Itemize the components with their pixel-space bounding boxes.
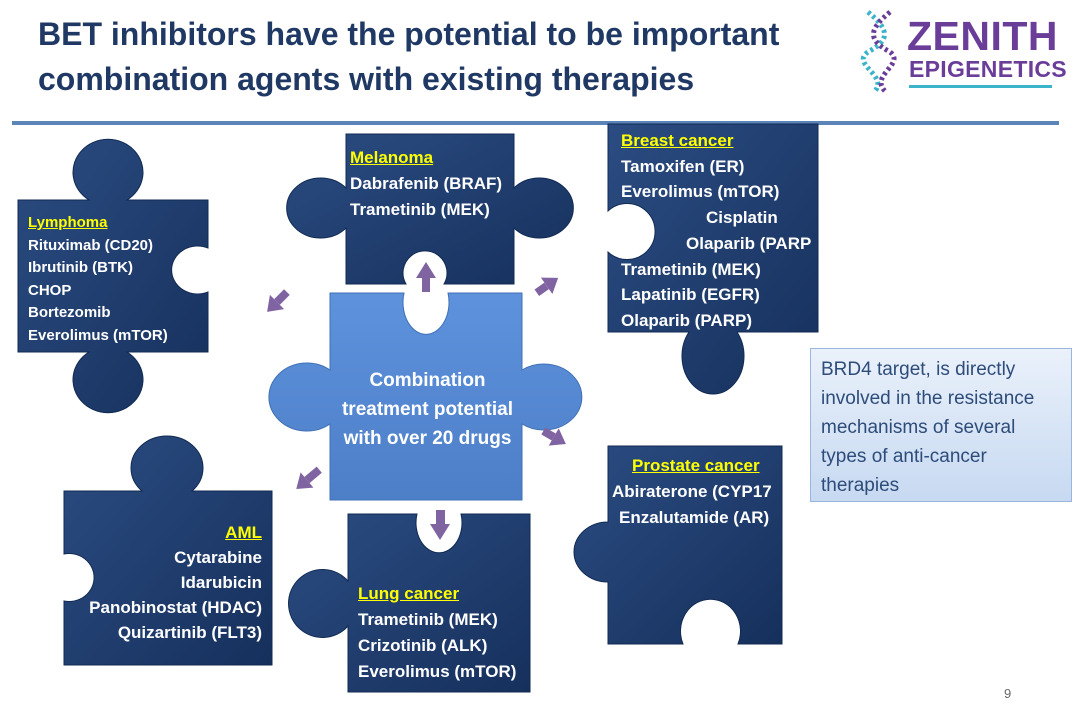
dna-helix-icon xyxy=(860,10,897,94)
lung-drug: Crizotinib (ALK) xyxy=(358,636,488,655)
breast-drug: Cisplatin xyxy=(706,208,778,228)
puzzle-piece-lymphoma xyxy=(17,138,209,414)
prostate-heading: Prostate cancer xyxy=(632,456,760,475)
aml-text: AML Cytarabine Idarubicin Panobinostat (… xyxy=(70,520,262,645)
lung-drug: Trametinib (MEK) xyxy=(358,610,498,629)
slide-title: BET inhibitors have the potential to be … xyxy=(38,12,838,102)
breast-drug: Olaparib (PARP xyxy=(686,233,812,253)
logo-underline xyxy=(909,85,1052,88)
melanoma-drug: Dabrafenib (BRAF) xyxy=(350,174,503,193)
puzzle-piece-melanoma xyxy=(286,133,574,285)
breast-drug: Everolimus (mTOR) xyxy=(621,182,780,202)
puzzle-piece-aml xyxy=(63,435,273,666)
arrow-to-lymphoma xyxy=(267,289,290,312)
lymphoma-drug: Ibrutinib (BTK) xyxy=(28,259,133,276)
arrow-to-breast xyxy=(534,277,559,297)
arrow-to-aml xyxy=(296,466,322,489)
arrow-to-prostate xyxy=(541,427,566,446)
prostate-text: Prostate cancer Abiraterone (CYP17 Enzal… xyxy=(612,453,772,531)
arrow-to-lung xyxy=(430,510,450,540)
puzzle-piece-lung xyxy=(288,513,531,693)
slide-title-line-2: combination agents with existing therapi… xyxy=(38,61,695,97)
breast-drug: Olaparib (PARP) xyxy=(621,310,752,330)
logo-word-epigenetics: EPIGENETICS xyxy=(909,56,1067,82)
melanoma-drug: Trametinib (MEK) xyxy=(350,200,490,219)
breast-text: Breast cancer Tamoxifen (ER) Everolimus … xyxy=(621,128,811,334)
lymphoma-text: Lymphoma Rituximab (CD20) Ibrutinib (BTK… xyxy=(28,212,168,347)
lung-drug: Everolimus (mTOR) xyxy=(358,662,517,681)
page-number: 9 xyxy=(1004,686,1012,701)
aml-drug: Panobinostat (HDAC) xyxy=(89,598,262,617)
prostate-drug: Enzalutamide (AR) xyxy=(619,508,770,527)
lymphoma-drug: Bortezomib xyxy=(28,304,111,321)
melanoma-text: Melanoma Dabrafenib (BRAF) Trametinib (M… xyxy=(350,145,502,223)
lymphoma-drug: Rituximab (CD20) xyxy=(28,236,154,254)
puzzle-piece-prostate xyxy=(573,445,783,645)
breast-heading: Breast cancer xyxy=(621,131,734,150)
breast-drug: Trametinib (MEK) xyxy=(621,259,761,279)
lymphoma-heading: Lymphoma xyxy=(28,214,108,231)
aml-heading: AML xyxy=(225,523,262,542)
aml-drug: Quizartinib (FLT3) xyxy=(117,623,262,642)
melanoma-heading: Melanoma xyxy=(350,148,434,167)
center-piece-text: Combination treatment potential with ove… xyxy=(341,370,514,449)
logo-word-zenith: ZENITH xyxy=(907,13,1059,59)
title-divider xyxy=(12,121,1059,125)
lung-text: Lung cancer Trametinib (MEK) Crizotinib … xyxy=(358,581,516,685)
zenith-logo: ZENITH EPIGENETICS xyxy=(858,10,1067,94)
aml-drug: Cytarabine xyxy=(174,548,262,567)
breast-drug: Lapatinib (EGFR) xyxy=(621,285,760,305)
brd4-callout: BRD4 target, is directly involved in the… xyxy=(810,348,1072,502)
puzzle-piece-center xyxy=(268,292,583,501)
breast-drug: Tamoxifen (ER) xyxy=(621,156,745,176)
lymphoma-drug: Everolimus (mTOR) xyxy=(28,326,168,344)
arrow-to-melanoma xyxy=(416,262,436,292)
slide-title-line-1: BET inhibitors have the potential to be … xyxy=(38,16,780,52)
aml-drug: Idarubicin xyxy=(180,573,262,592)
lymphoma-drug: CHOP xyxy=(28,281,72,299)
puzzle-piece-breast xyxy=(607,123,819,395)
lung-heading: Lung cancer xyxy=(358,584,460,603)
prostate-drug: Abiraterone (CYP17 xyxy=(612,482,772,501)
